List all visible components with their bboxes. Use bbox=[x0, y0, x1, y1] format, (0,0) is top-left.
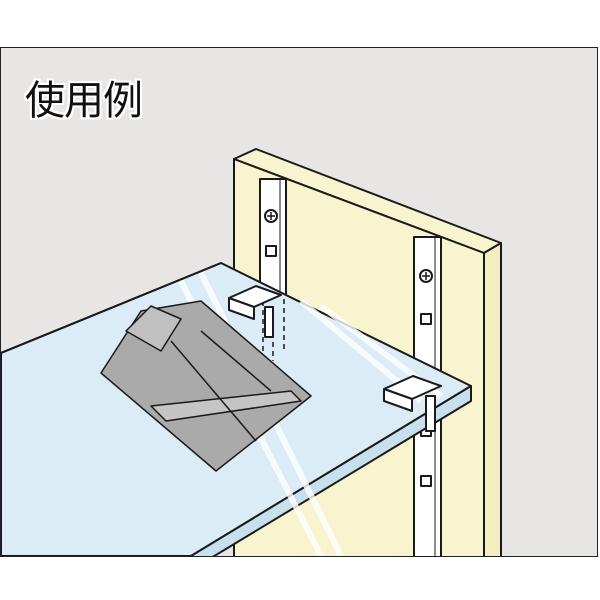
illustration-frame: 使用例 bbox=[0, 47, 598, 557]
left-bracket bbox=[228, 285, 282, 338]
left-rail bbox=[259, 178, 287, 300]
shelf-usage-illustration bbox=[1, 148, 502, 556]
folded-shirt bbox=[100, 300, 312, 472]
right-bracket bbox=[383, 375, 442, 432]
page-title: 使用例 bbox=[25, 78, 143, 124]
